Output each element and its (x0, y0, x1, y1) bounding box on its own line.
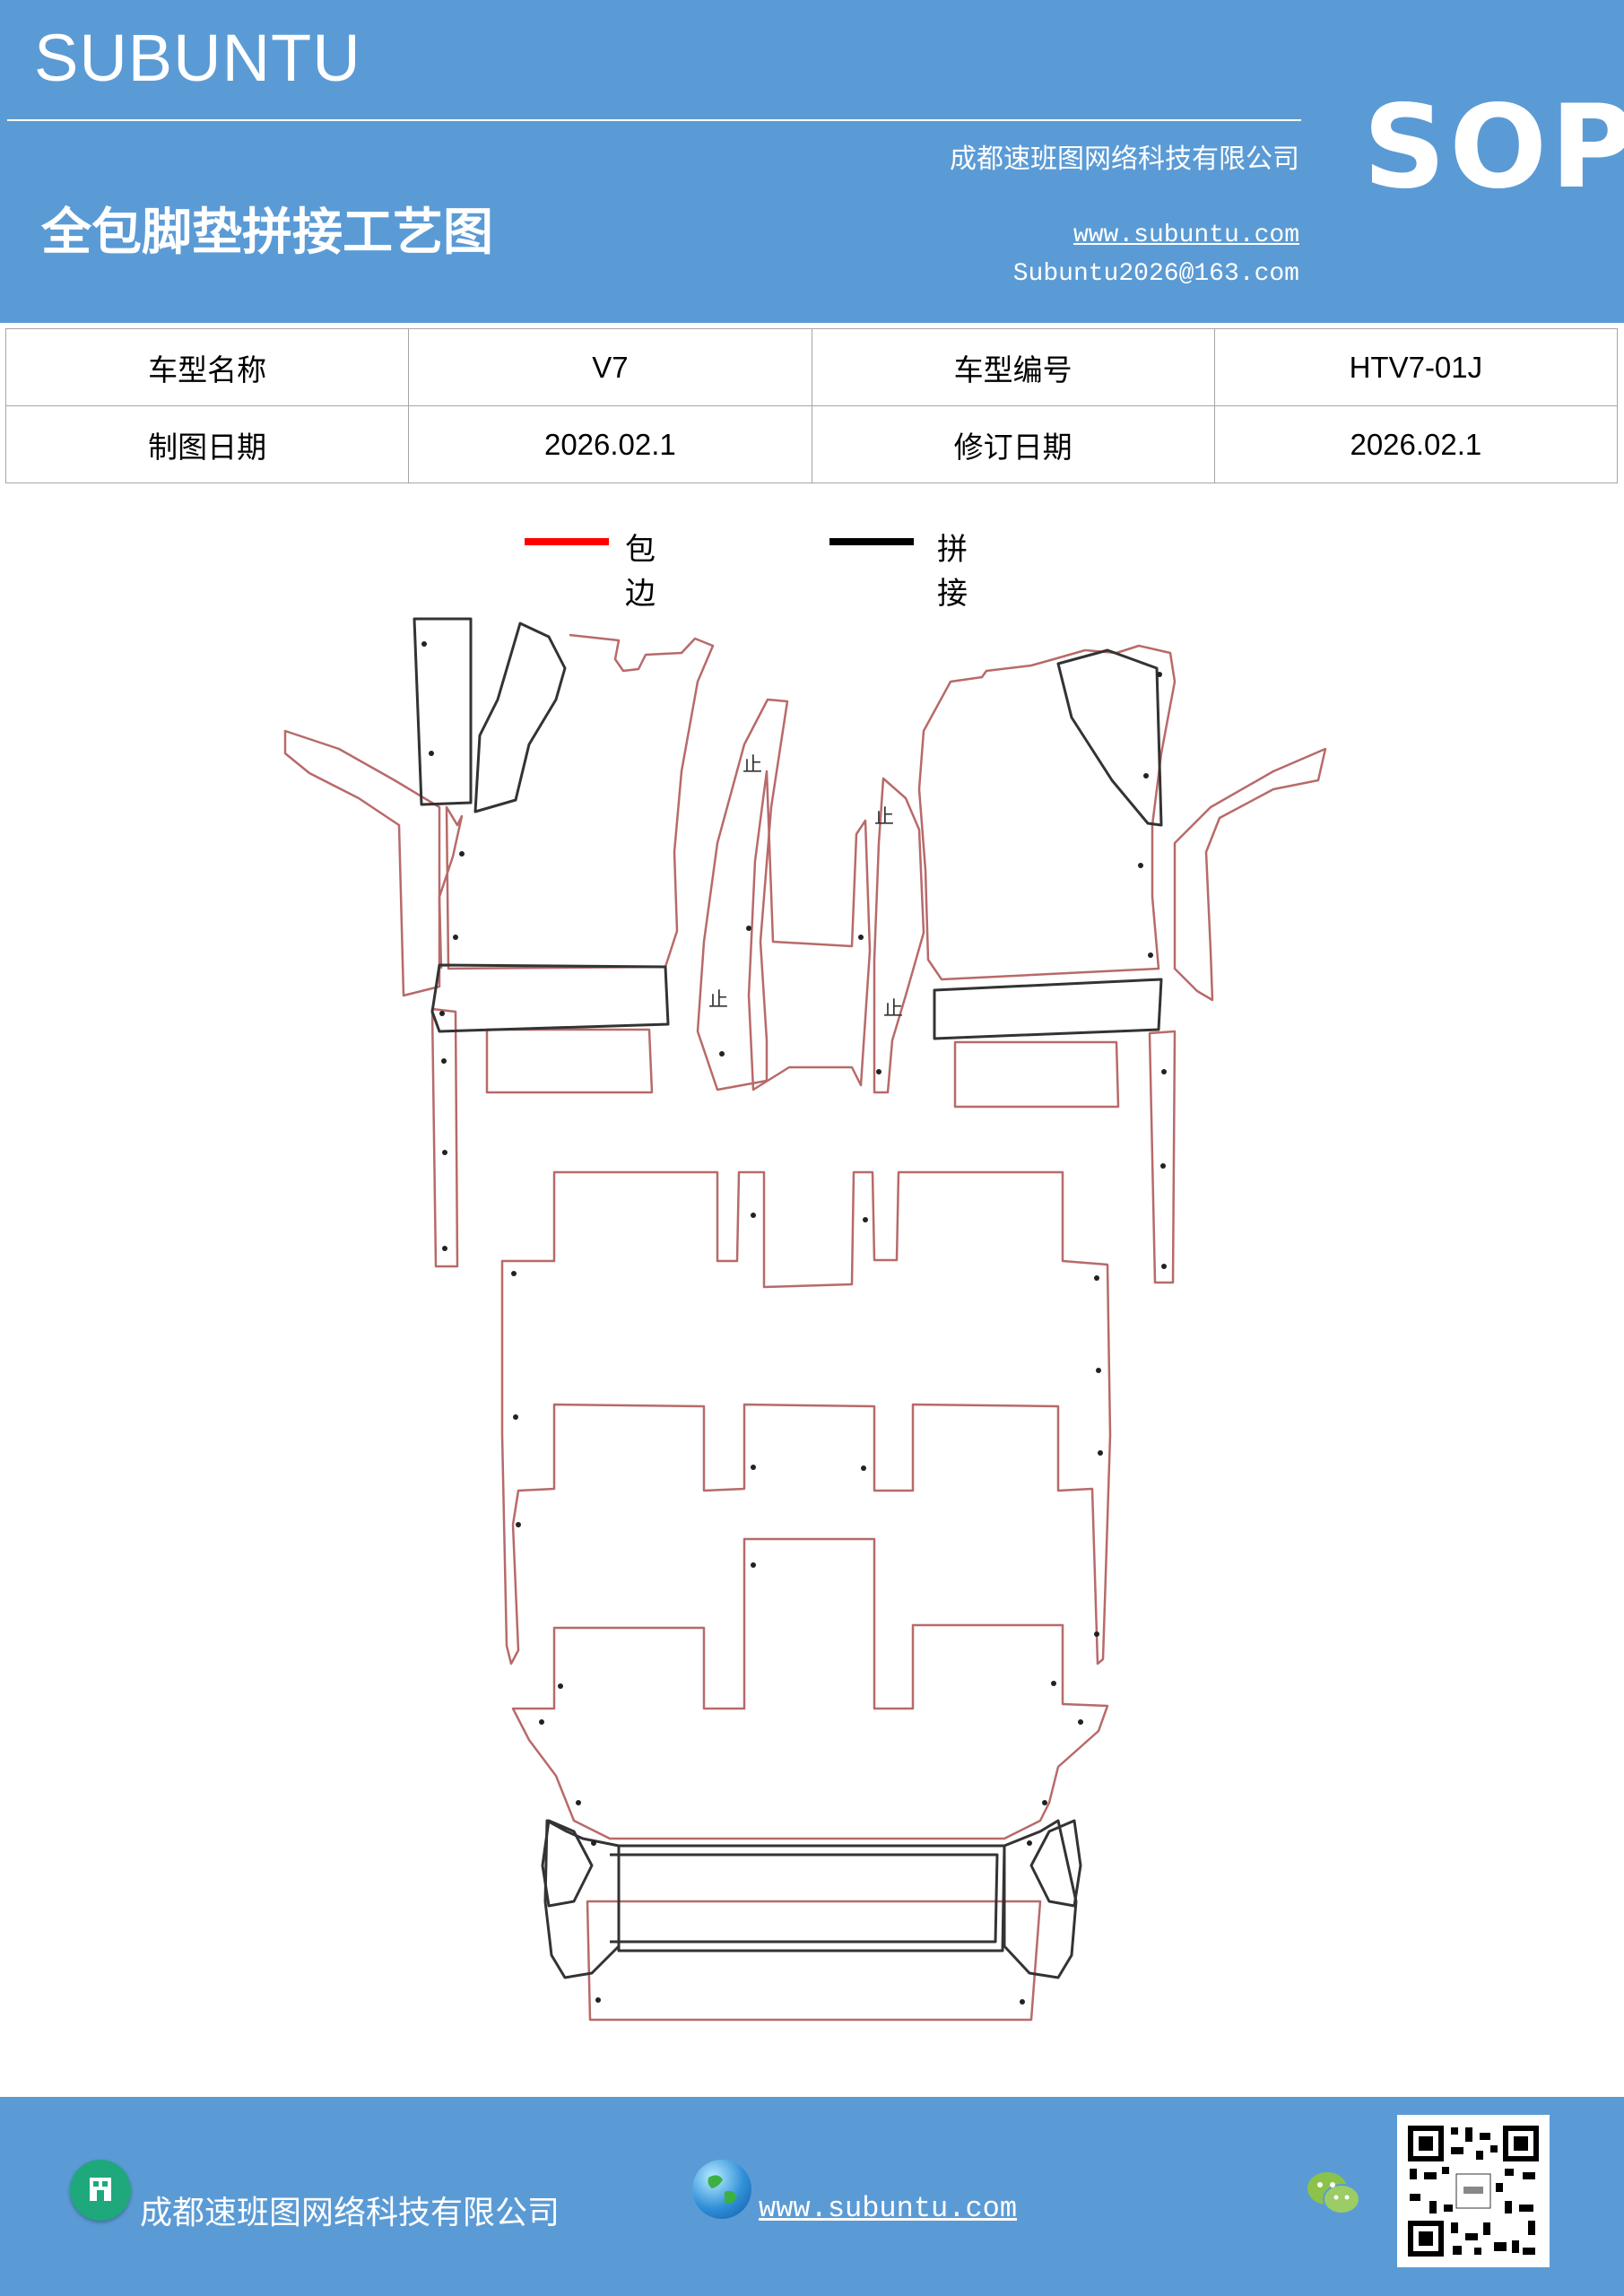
splice-line-right-corner (1056, 648, 1163, 827)
right-wing-piece (1173, 747, 1327, 1002)
model-code-value: HTV7-01J (1213, 328, 1619, 406)
draw-date-value: 2026.02.1 (408, 405, 812, 483)
splice-line-bottom-frame (617, 1844, 1006, 1952)
revision-date-label: 修订日期 (811, 405, 1215, 483)
model-code-label: 车型编号 (811, 328, 1215, 406)
sop-label: SOP (1363, 81, 1624, 214)
table-row: 车型名称 V7 车型编号 HTV7-01J (4, 328, 1619, 406)
draw-date-label: 制图日期 (4, 405, 410, 483)
splice-line-bar-right (933, 978, 1163, 1040)
legend-label-edge: 包边 (625, 532, 656, 612)
bottom-strip (586, 1900, 1042, 2022)
wechat-icon[interactable] (1302, 2165, 1365, 2221)
third-row-mat (511, 1537, 1109, 1840)
header-email[interactable]: Subuntu2026@163.com (1012, 260, 1299, 288)
model-name-value: V7 (408, 328, 812, 406)
splice-line-bottom-inner (610, 1853, 999, 1944)
header-website-link[interactable]: www.subuntu.com (1073, 222, 1299, 249)
stop-mark: 止 (708, 989, 728, 1012)
left-slanted-strip (696, 698, 789, 1091)
splice-line-right-cap (1003, 1819, 1078, 1979)
center-tunnel-piece (747, 770, 872, 1091)
header-banner: SUBUNTU 成都速班图网络科技有限公司 全包脚垫拼接工艺图 www.subu… (0, 0, 1624, 323)
footer-website-link[interactable]: www.subuntu.com (759, 2192, 1018, 2225)
legend-swatch-red (525, 538, 609, 545)
left-rect-pad (485, 1028, 654, 1094)
model-name-label: 车型名称 (4, 328, 410, 406)
right-rect-pad (953, 1040, 1120, 1109)
brand-name: SUBUNTU (34, 21, 361, 95)
splice-line-front-left (413, 617, 473, 806)
footer-company-name: 成都速班图网络科技有限公司 (140, 2195, 560, 2231)
stop-mark: 止 (743, 754, 762, 777)
vehicle-info-table: 车型名称 V7 车型编号 HTV7-01J 制图日期 2026.02.1 修订日… (4, 328, 1619, 483)
header-divider (7, 119, 1301, 121)
building-icon (70, 2160, 131, 2221)
revision-date-value: 2026.02.1 (1213, 405, 1619, 483)
front-right-mat (917, 644, 1177, 981)
splice-line-left-wing-cap (541, 1819, 594, 1908)
page-title: 全包脚垫拼接工艺图 (41, 203, 493, 262)
globe-icon (692, 2160, 751, 2219)
left-long-strip (430, 1007, 459, 1268)
front-left-mat (438, 633, 715, 970)
splice-line-bar-left (430, 963, 670, 1033)
legend-label-splice: 拼接 (937, 532, 968, 612)
legend-swatch-black (829, 538, 914, 545)
qr-code[interactable] (1397, 2115, 1550, 2267)
stop-mark: 止 (883, 998, 903, 1021)
table-row: 制图日期 2026.02.1 修订日期 2026.02.1 (4, 405, 1619, 483)
splice-line-front-left-2 (473, 622, 567, 813)
splice-line-right-wing-cap (1029, 1819, 1082, 1908)
left-wing-piece (283, 729, 441, 997)
second-row-mat (500, 1170, 1112, 1665)
footer-banner: 成都速班图网络科技有限公司 www.subuntu.com (0, 2097, 1624, 2296)
floor-mat-diagram: 止 止 止 止 (283, 617, 1327, 2022)
stop-mark: 止 (874, 806, 894, 829)
right-long-strip (1148, 1030, 1177, 1284)
header-company-name: 成都速班图网络科技有限公司 (950, 144, 1299, 175)
right-slanted-strip (873, 777, 925, 1094)
